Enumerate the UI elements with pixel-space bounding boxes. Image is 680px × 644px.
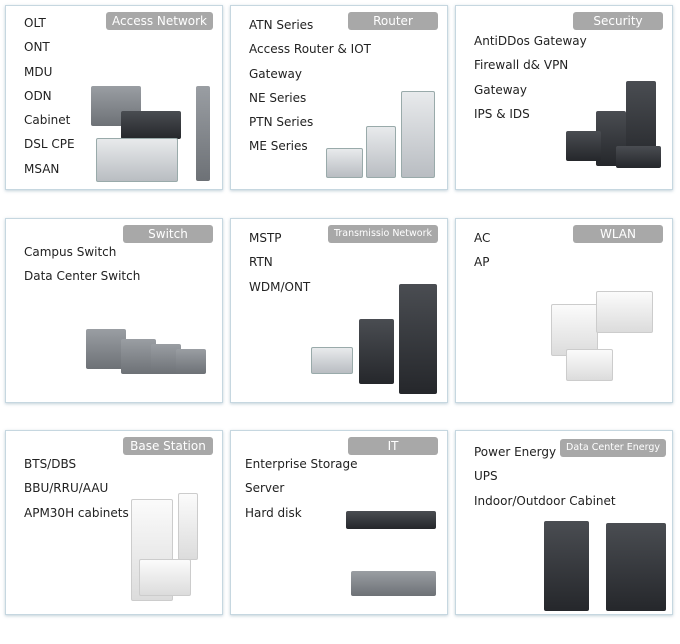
category-badge[interactable]: IT: [348, 437, 438, 455]
product-image: [196, 86, 210, 181]
product-link[interactable]: APM30H cabinets: [24, 505, 129, 520]
product-link[interactable]: Indoor/Outdoor Cabinet: [474, 493, 616, 508]
product-link[interactable]: NE Series: [249, 90, 307, 105]
product-image: [366, 126, 396, 178]
product-image: [96, 138, 178, 182]
product-image: [616, 146, 661, 168]
product-image: [566, 349, 613, 381]
product-link[interactable]: ATN Series: [249, 18, 314, 32]
product-link[interactable]: Data Center Switch: [24, 269, 141, 284]
product-link[interactable]: Access Router & IOT: [249, 42, 371, 57]
category-badge[interactable]: Base Station: [123, 437, 213, 455]
product-link[interactable]: Cabinet: [24, 113, 71, 128]
product-link[interactable]: Gateway: [249, 66, 303, 81]
category-badge[interactable]: Switch: [123, 225, 213, 243]
product-link[interactable]: Hard disk: [245, 505, 302, 520]
product-link[interactable]: MDU: [24, 64, 53, 79]
product-link[interactable]: AP: [474, 255, 490, 270]
product-link[interactable]: DSL CPE: [24, 137, 75, 152]
product-link[interactable]: ODN: [24, 88, 52, 103]
product-list: BTS/DBS BBU/RRU/AAU APM30H cabinets: [24, 455, 129, 528]
category-badge[interactable]: Access Network: [106, 12, 213, 30]
product-link[interactable]: PTN Series: [249, 115, 314, 130]
category-badge[interactable]: Security: [573, 12, 663, 30]
product-link[interactable]: MSAN: [24, 161, 60, 176]
product-link[interactable]: ONT: [24, 40, 50, 55]
category-badge[interactable]: Router: [348, 12, 438, 30]
product-image: [326, 148, 363, 178]
product-link[interactable]: Enterprise Storage: [245, 457, 358, 471]
card-transmission-network[interactable]: Transmissio Network MSTP RTN WDM/ONT: [230, 218, 448, 403]
product-link[interactable]: RTN: [249, 255, 273, 270]
product-link[interactable]: OLT: [24, 16, 46, 30]
product-image: [121, 339, 156, 374]
product-image: [544, 521, 589, 611]
product-image: [178, 493, 198, 560]
product-link[interactable]: Firewall d& VPN: [474, 58, 569, 73]
product-image: [139, 559, 191, 596]
product-link[interactable]: AntiDDos Gateway: [474, 34, 587, 48]
category-badge[interactable]: Transmissio Network: [327, 225, 438, 243]
product-image: [401, 91, 435, 178]
product-image: [121, 111, 181, 139]
product-image: [346, 511, 436, 529]
product-link[interactable]: Campus Switch: [24, 245, 117, 259]
product-link[interactable]: BTS/DBS: [24, 457, 77, 471]
product-link[interactable]: Server: [245, 481, 285, 496]
product-link[interactable]: UPS: [474, 469, 498, 484]
product-link[interactable]: BBU/RRU/AAU: [24, 481, 109, 496]
product-list: AC AP: [474, 229, 490, 278]
product-image: [176, 349, 206, 374]
product-image: [606, 523, 666, 611]
product-link[interactable]: Power Energy: [474, 445, 557, 459]
product-link[interactable]: Gateway: [474, 82, 528, 97]
product-image: [351, 571, 436, 596]
product-image: [566, 131, 601, 161]
product-image: [596, 291, 653, 333]
product-image: [86, 329, 126, 369]
product-link[interactable]: MSTP: [249, 231, 282, 245]
card-wlan[interactable]: WLAN AC AP: [455, 218, 673, 403]
product-image: [311, 347, 353, 374]
product-link[interactable]: AC: [474, 231, 491, 245]
product-link[interactable]: ME Series: [249, 139, 308, 154]
product-image: [399, 284, 437, 394]
product-list: MSTP RTN WDM/ONT: [249, 229, 310, 302]
category-badge[interactable]: WLAN: [573, 225, 663, 243]
product-link[interactable]: IPS & IDS: [474, 106, 530, 121]
category-badge[interactable]: Data Center Energy: [560, 439, 666, 457]
product-image: [359, 319, 394, 384]
product-link[interactable]: WDM/ONT: [249, 279, 311, 294]
